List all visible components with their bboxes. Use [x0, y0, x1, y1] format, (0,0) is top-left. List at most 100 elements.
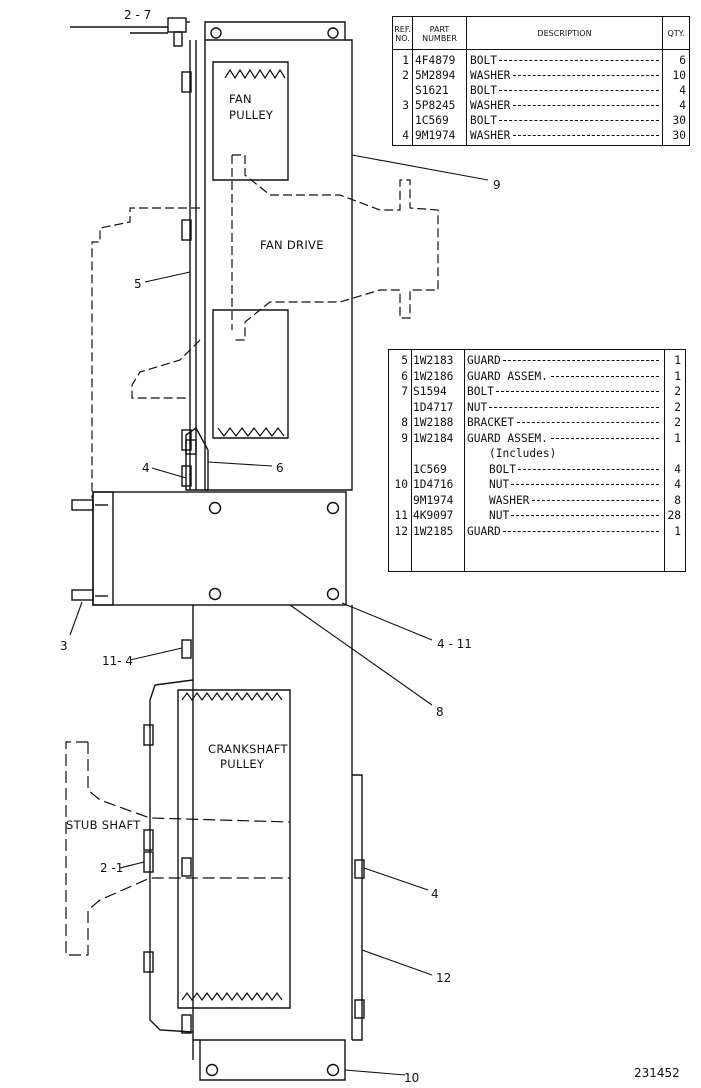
fan-pulley-caption-2: PULLEY — [229, 108, 274, 122]
cell-desc: NUT — [489, 509, 510, 522]
cell-qty: 28 — [667, 509, 681, 522]
dotted-leader — [511, 484, 659, 485]
dotted-leader — [512, 135, 659, 136]
bolt-top-icon — [167, 17, 190, 47]
cell-qty: 6 — [679, 54, 686, 67]
cell-part: 1W2184 — [413, 431, 454, 445]
cell-part: 1D4716 — [413, 478, 454, 491]
cell-part: S1594 — [413, 385, 447, 398]
cell-qty: 1 — [674, 354, 681, 367]
table-row: 1D4717 NUT 2 — [389, 400, 685, 415]
dotted-leader — [499, 120, 659, 121]
cell-ref: 5 — [401, 354, 408, 367]
label-4-top: 4 — [142, 461, 150, 475]
cell-ref: 2 — [402, 69, 409, 82]
cell-part: 1W2188 — [413, 416, 454, 429]
cell-part: 1W2186 — [413, 369, 454, 383]
cell-ref: 11 — [394, 509, 408, 522]
cell-desc: NUT — [489, 478, 510, 491]
cell-qty: 4 — [679, 99, 686, 112]
table-row: 9 1W2184 GUARD ASSEM. 1 — [389, 431, 685, 446]
cell-part: S1621 — [415, 84, 449, 97]
cell-qty: 1 — [674, 524, 681, 538]
upper-guard-plate — [204, 21, 353, 491]
cell-desc: GUARD ASSEM. — [467, 369, 548, 383]
cell-part: 1C569 — [413, 462, 447, 476]
fan-pulley-outline — [212, 61, 289, 439]
dotted-leader — [512, 105, 659, 106]
header-part: PART NUMBER — [422, 25, 457, 43]
cell-qty: 1 — [674, 431, 681, 445]
cell-desc: BOLT — [467, 385, 494, 398]
cell-desc: NUT — [467, 400, 488, 414]
cell-ref: 1 — [402, 54, 409, 67]
cell-desc: BOLT — [489, 462, 516, 476]
cell-ref: 12 — [394, 524, 408, 538]
cell-part: 5P8245 — [415, 99, 456, 112]
label-12: 12 — [436, 971, 451, 985]
crankshaft-pulley-outline — [177, 689, 291, 1009]
cell-desc: BRACKET — [467, 416, 515, 429]
cell-qty: 2 — [674, 385, 681, 398]
dotted-leader — [531, 499, 659, 501]
cell-desc: WASHER — [470, 99, 511, 112]
cell-part: 1C569 — [415, 114, 449, 127]
label-4-bottom: 4 — [431, 887, 439, 901]
cell-qty: 4 — [674, 478, 681, 491]
label-2-1: 2 -1 — [100, 861, 123, 875]
dotted-leader — [503, 360, 659, 361]
table-row: (Includes) — [389, 446, 685, 461]
bracket-8 — [71, 491, 347, 606]
cell-part: 1W2183 — [413, 354, 454, 367]
label-4-11: 4 - 11 — [437, 637, 472, 651]
dotted-leader — [516, 422, 659, 423]
cell-ref: 10 — [394, 478, 408, 491]
cell-qty: 1 — [674, 369, 681, 383]
label-11-4: 11- 4 — [102, 654, 133, 668]
cell-ref: 9 — [401, 431, 408, 445]
table-row: 11 4K9097 NUT 28 — [389, 508, 685, 523]
stub-shaft-caption: STUB SHAFT — [66, 818, 141, 832]
stub-shaft-outline — [65, 741, 291, 956]
dotted-leader — [499, 60, 659, 61]
cell-desc: WASHER — [470, 129, 511, 142]
cell-desc: GUARD ASSEM. — [467, 431, 548, 445]
cell-part: 4F4879 — [415, 54, 456, 67]
fan-drive-outline — [91, 154, 439, 498]
cell-desc: (Includes) — [489, 447, 557, 460]
header-qty: QTY. — [667, 29, 685, 38]
dotted-leader — [512, 75, 659, 76]
cell-qty: 8 — [674, 493, 681, 507]
dotted-leader — [518, 468, 659, 470]
table-row: 10 1D4716 NUT 4 — [389, 477, 685, 492]
label-9: 9 — [493, 178, 501, 192]
cell-qty: 30 — [672, 129, 686, 142]
label-10: 10 — [404, 1071, 419, 1085]
cell-part: 9M1974 — [413, 493, 454, 507]
dotted-leader — [550, 437, 659, 439]
crankshaft-caption-2: PULLEY — [220, 757, 265, 771]
fan-pulley-caption-1: FAN — [229, 92, 252, 106]
cell-qty: 2 — [674, 400, 681, 414]
dotted-leader — [503, 530, 659, 532]
cell-part: 4K9097 — [413, 509, 454, 522]
cell-ref: 4 — [402, 129, 409, 142]
cell-desc: BOLT — [470, 114, 497, 127]
lower-bolt-icon — [143, 639, 365, 1034]
leader-lines — [69, 154, 489, 1076]
cell-part: 1D4717 — [413, 400, 454, 414]
